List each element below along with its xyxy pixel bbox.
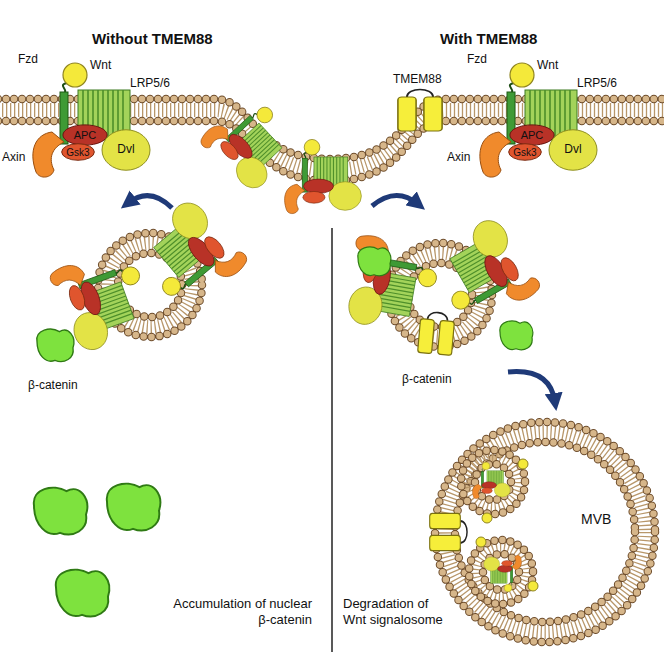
protein-shape [509,144,542,161]
protein-label: LRP5/6 [577,76,617,90]
invaginating-signalosome [285,139,362,213]
intraluminal-vesicle [461,450,525,514]
mvb-membrane [435,422,655,642]
beta-catenin [107,484,160,531]
panel-title: With TMEM88 [440,30,537,48]
intraluminal-vesicle [469,540,533,604]
curved-arrow [372,195,418,206]
intraluminal-vesicle [476,537,486,547]
intraluminal-vesicle [482,513,492,523]
protein-label: β-catenin [402,372,452,386]
protein-name: Dvl [564,143,581,156]
mvb-membrane [433,420,657,644]
beta-catenin [358,247,391,276]
endosome-signalosome [128,193,251,316]
curved-arrow [508,372,555,402]
protein-name: APC [521,129,544,141]
intraluminal-vesicle [468,457,518,507]
protein-shape [510,125,554,145]
mvb-membrane [455,442,635,622]
intraluminal-vesicle [461,450,525,514]
protein-label: Wnt [90,58,111,72]
beta-catenin [500,321,533,350]
outcome-note: Degradation of Wnt signalosome [343,596,449,627]
protein-name: Gsk3 [513,147,536,158]
intraluminal-vesicle [484,555,522,592]
protein-shape [102,130,150,170]
protein-shape [549,130,597,170]
intraluminal-vesicle [476,547,526,597]
intraluminal-vesicle [518,459,528,469]
intraluminal-vesicle [469,540,533,604]
protein-blob: Gsk3 [508,143,542,161]
intraluminal-vesicle [472,462,510,499]
protein-blob: APC [62,124,108,146]
organelle-circle: MVB [433,420,657,644]
mvb-membrane [430,513,467,550]
protein-blob: Dvl [101,128,151,172]
protein-shape [63,125,107,145]
protein-blob: APC [509,124,555,146]
organelle-name: MVB [581,512,611,527]
tmem88-membrane [398,90,442,132]
intraluminal-vesicle [461,450,528,523]
protein-blob: Gsk3 [61,143,95,161]
protein-label: β-catenin [28,378,78,392]
protein-name: APC [74,129,97,141]
protein-label: TMEM88 [393,72,442,86]
protein-label: Fzd [18,52,38,66]
protein-label: Wnt [537,58,558,72]
beta-catenin [34,488,87,535]
intraluminal-vesicle [528,581,538,591]
invaginating-signalosome [198,90,305,197]
outcome-note: Accumulation of nuclear β-catenin [172,596,312,627]
beta-catenin [56,570,109,617]
protein-name: Dvl [117,143,134,156]
protein-name: Gsk3 [66,147,89,158]
mvb-membrane [435,422,655,642]
curved-arrow [128,196,172,208]
protein-label: Axin [447,150,470,164]
protein-blob: Dvl [548,128,598,172]
protein-label: Axin [2,150,25,164]
divider-line [331,228,333,652]
beta-catenin [37,329,74,361]
mvb-membrane [445,432,645,632]
intraluminal-vesicle [469,537,538,604]
protein-shape [62,144,95,161]
protein-label: Fzd [467,52,487,66]
tmem88-endosome [418,311,455,355]
protein-label: LRP5/6 [130,76,170,90]
mvb-membrane [455,442,635,622]
panel-title: Without TMEM88 [92,30,213,48]
